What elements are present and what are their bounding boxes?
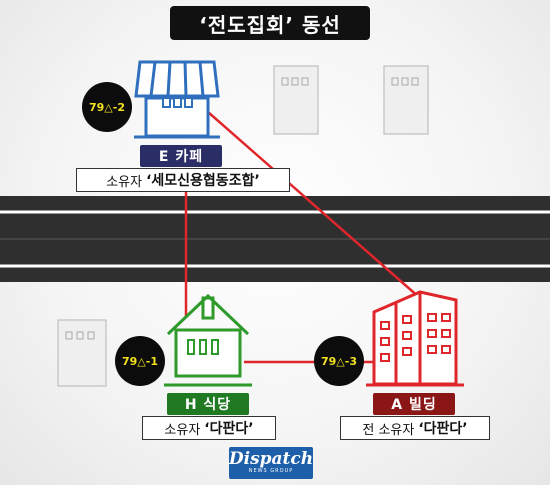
restaurant-lot-badge: 79△-1 [115, 336, 165, 386]
logo-main-text: Dispatch [228, 449, 314, 469]
building-lot-badge: 79△-3 [314, 336, 364, 386]
restaurant-owner-prefix: 소유자 [164, 422, 201, 438]
background-building-1 [273, 65, 319, 135]
cafe-owner-label: 소유자 ‘세모신용협동조합’ [76, 168, 290, 192]
road [0, 196, 550, 282]
background-building-3 [57, 319, 107, 387]
building-owner-label: 전 소유자 ‘다판다’ [340, 416, 490, 440]
cafe-owner-name: ‘세모신용협동조합’ [146, 173, 260, 189]
diagram-title: ‘전도집회’ 동선 [170, 6, 370, 40]
restaurant-owner-label: 소유자 ‘다판다’ [142, 416, 276, 440]
logo-sub-text: NEWS GROUP [248, 468, 294, 474]
building-owner-name: ‘다판다’ [418, 421, 468, 437]
background-building-2 [383, 65, 429, 135]
cafe-icon [134, 60, 220, 139]
route-cafe-to-building [207, 111, 421, 299]
cafe-lot-badge: 79△-2 [82, 82, 132, 132]
building-icon [366, 290, 464, 387]
restaurant-label: H 식당 [167, 393, 249, 415]
restaurant-icon [164, 293, 252, 387]
dispatch-logo: Dispatch NEWS GROUP [229, 447, 313, 479]
building-owner-prefix: 전 소유자 [362, 422, 415, 438]
cafe-owner-prefix: 소유자 [106, 174, 143, 190]
cafe-label: E 카페 [140, 145, 222, 167]
restaurant-owner-name: ‘다판다’ [204, 421, 254, 437]
building-label: A 빌딩 [373, 393, 455, 415]
